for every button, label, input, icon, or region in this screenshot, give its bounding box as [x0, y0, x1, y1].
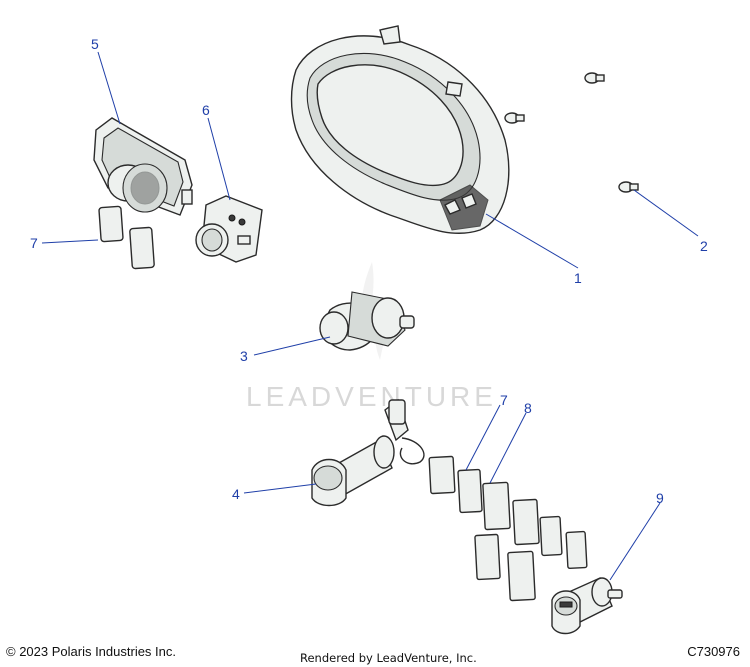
leader-line-3: [253, 336, 331, 356]
ignition-switch-part-3: [319, 291, 415, 351]
leader-line-6: [207, 117, 231, 201]
callout-7-lower: 7: [500, 392, 508, 408]
switch-panel-part-5: [93, 117, 193, 216]
power-outlet-part-4: [311, 398, 425, 507]
switch-cap-part-7-upper: [98, 205, 155, 270]
instrument-cluster-part-1: [290, 25, 510, 234]
watermark-text: LEADVENTURE: [246, 381, 497, 412]
callout-1: 1: [574, 270, 582, 286]
callout-3: 3: [240, 348, 248, 364]
leader-line-5: [97, 51, 121, 125]
rotary-switch-part-6: [195, 195, 263, 263]
leader-line-1: [485, 213, 579, 269]
blanking-plate-part-7-lower: [428, 455, 483, 514]
callout-2: 2: [700, 238, 708, 254]
blanking-plate-part-8: [474, 481, 588, 602]
leader-line-2: [633, 189, 699, 237]
callout-4: 4: [232, 486, 240, 502]
leader-line-8: [489, 412, 527, 484]
callout-8: 8: [524, 400, 532, 416]
screw-part-2: [504, 72, 639, 193]
callout-5: 5: [91, 36, 99, 52]
leader-line-9: [609, 502, 661, 581]
callout-9: 9: [656, 490, 664, 506]
leader-line-7b: [465, 404, 501, 471]
rendered-by-text: Rendered by LeadVenture, Inc.: [300, 651, 477, 665]
callout-6: 6: [202, 102, 210, 118]
leader-line-4: [243, 483, 317, 494]
callout-7-upper: 7: [30, 235, 38, 251]
diagram-code: C730976: [687, 644, 740, 659]
leader-line-7a: [41, 239, 99, 244]
copyright-text: © 2023 Polaris Industries Inc.: [6, 644, 176, 659]
usb-port-part-9: [551, 577, 623, 635]
